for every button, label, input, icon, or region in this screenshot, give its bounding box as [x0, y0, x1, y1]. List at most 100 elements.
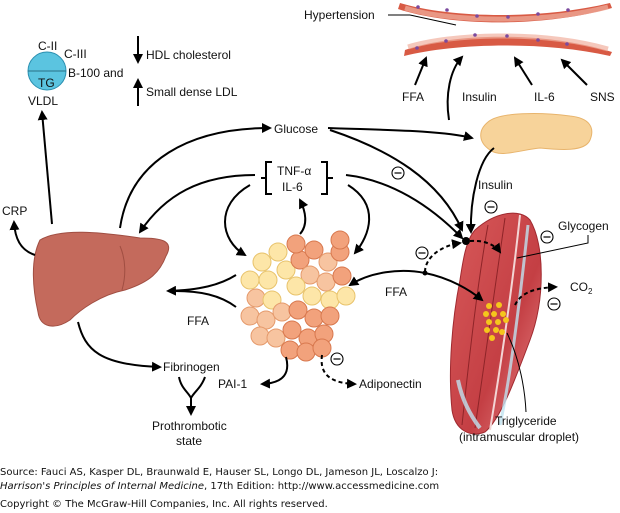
lipid-droplet [495, 319, 501, 325]
b100-label: B-100 and [68, 66, 123, 80]
fat-cell [286, 276, 306, 296]
liver [32, 231, 170, 327]
fat-to-cytokine-arrow [299, 198, 309, 235]
fat-cell [302, 286, 322, 306]
inhibition-minus-icon [484, 200, 498, 214]
inhibition-symbols [330, 166, 561, 366]
fibrinogen-merge-right [190, 376, 206, 399]
fat-to-adiponectin-dashed-arrow [320, 354, 357, 389]
fat-cell [312, 338, 332, 358]
fat-cell [288, 300, 308, 320]
c2-label: C-II [38, 39, 57, 53]
ldl-label: Small dense LDL [146, 85, 238, 99]
book-reference: Harrison's Principles of Internal Medici… [0, 481, 439, 492]
cytokine-to-liver-arrow [138, 174, 256, 234]
ffa-muscle-label: FFA [385, 285, 407, 299]
fat-cell [276, 260, 296, 280]
inhibition-minus-icon [415, 246, 429, 260]
fibrinogen-merge-left [178, 376, 192, 399]
intramuscular-droplet-label: (intramuscular droplet) [459, 430, 579, 444]
crp-label: CRP [2, 204, 27, 218]
triglyceride-leader [506, 332, 527, 413]
fat-to-pai1-arrow [260, 356, 289, 389]
droplet-to-co2-dashed-arrow [514, 282, 558, 306]
fat-cell [304, 240, 324, 260]
fat-cell [300, 265, 320, 285]
lipid-droplet [500, 311, 506, 317]
fat-cell [268, 242, 288, 262]
inhibition-minus-icon [547, 297, 561, 311]
ffa-inhibit-dashed-arrow [424, 239, 462, 273]
fat-cell [250, 326, 270, 346]
glucose-to-pancreas-arrow [327, 127, 474, 141]
fat-to-liver-ffa-arrow-2 [174, 290, 237, 308]
insulin-vessel-label: Insulin [462, 90, 497, 104]
fat-cell [272, 302, 292, 322]
liver-to-glucose-arrow [119, 123, 272, 229]
fat-cell [240, 306, 260, 326]
fat-cell [252, 252, 272, 272]
lipid-droplet [484, 327, 490, 333]
fat-cell [282, 320, 302, 340]
tnf-alpha-label: TNF-α [277, 164, 311, 178]
fat-to-liver-ffa-arrow [166, 274, 237, 296]
fat-cell [240, 270, 260, 290]
fat-cell [258, 270, 278, 290]
lipid-droplet [499, 329, 505, 335]
metabolic-syndrome-diagram: Hypertension FFA Insulin IL-6 SNS C-II C… [2, 3, 615, 448]
triglyceride-label: Triglyceride [495, 414, 557, 428]
c3-label: C-III [64, 47, 87, 61]
glycogen-label: Glycogen [558, 219, 609, 233]
fat-cell [246, 288, 266, 308]
fat-cell [304, 308, 324, 328]
vldl-label: VLDL [28, 94, 58, 108]
prothrombotic-state-label: state [176, 434, 202, 448]
fat-cell [330, 230, 350, 250]
sns-to-vessel-arrow [560, 58, 588, 86]
copyright-notice: Copyright © The McGraw-Hill Companies, I… [0, 499, 328, 510]
lipid-droplet [486, 319, 492, 325]
inhibition-minus-icon [540, 230, 554, 244]
source-citation: Source: Fauci AS, Kasper DL, Braunwald E… [0, 467, 439, 478]
inhibition-minus-icon [330, 352, 344, 366]
lipid-droplet [503, 317, 509, 323]
lipid-droplet [496, 302, 502, 308]
cytokine-to-fat-left-arrow [224, 184, 251, 257]
fat-cell [316, 272, 336, 292]
cytokine-to-fat-right-arrow [347, 184, 371, 255]
blood-vessel [398, 3, 612, 56]
inhibition-minus-icon [391, 166, 405, 180]
pai1-label: PAI-1 [218, 377, 247, 391]
co2-label: CO2 [570, 280, 593, 296]
fat-cell [320, 290, 340, 310]
fat-cell [336, 286, 356, 306]
ffa-liver-label: FFA [187, 314, 209, 328]
glucose-label: Glucose [274, 122, 318, 136]
ffa-vessel-label: FFA [402, 90, 424, 104]
glycogen-leader [516, 235, 589, 259]
fat-cell [256, 310, 276, 330]
junction-dot [462, 237, 470, 245]
lipid-droplet [491, 311, 497, 317]
triglyceride-droplets [483, 302, 509, 341]
insulin-to-vessel-arrow [446, 55, 464, 121]
il6-cytokine-label: IL-6 [282, 180, 303, 194]
glucose-to-muscle-arrow [329, 129, 464, 232]
adipose-tissue [240, 230, 356, 362]
fat-cell [266, 328, 286, 348]
cytokine-bracket [261, 161, 333, 195]
adiponectin-label: Adiponectin [359, 377, 422, 391]
book-edition-url[interactable]: , 17th Edition: http://www.accessmedicin… [204, 481, 440, 492]
sns-label: SNS [590, 90, 615, 104]
tg-label: TG [38, 76, 55, 90]
hypertension-leader-2 [409, 14, 457, 26]
hdl-label: HDL cholesterol [146, 48, 231, 62]
fat-cell [320, 306, 340, 326]
il6-vessel-label: IL-6 [534, 90, 555, 104]
insulin-pancreas-label: Insulin [478, 178, 513, 192]
book-title: Harrison's Principles of Internal Medici… [0, 481, 205, 492]
lipid-droplet [486, 303, 492, 309]
lipid-droplet [489, 335, 495, 341]
fat-cell [286, 234, 306, 254]
pancreas [480, 113, 593, 154]
